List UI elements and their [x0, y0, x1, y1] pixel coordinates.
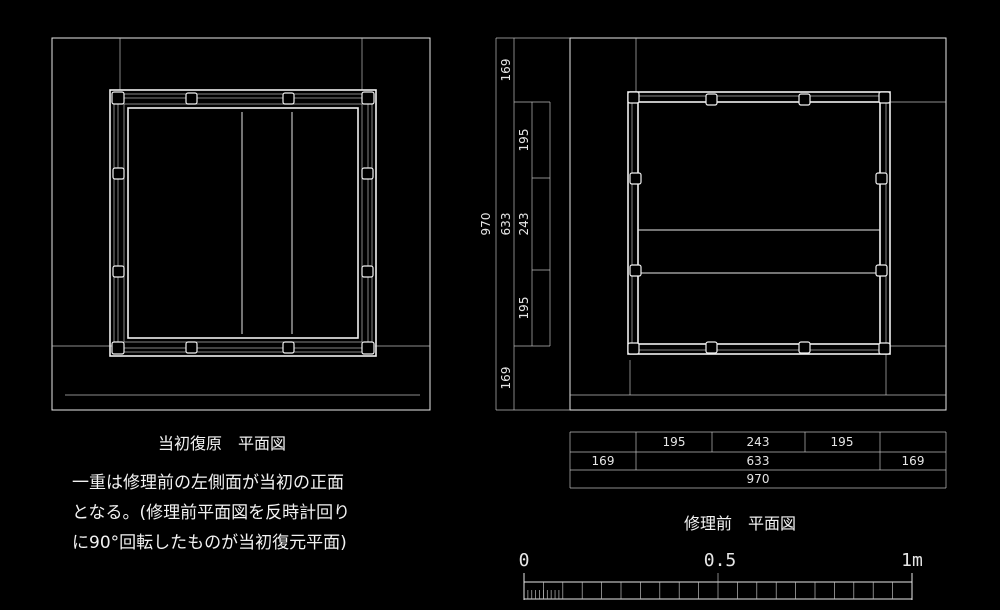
corner-posts: [627, 91, 891, 355]
note-line: 一重は修理前の左側面が当初の正面: [72, 473, 344, 493]
original-restoration-plan: [51, 37, 431, 411]
base-outline: [51, 37, 431, 411]
base-outline: [569, 37, 947, 411]
original-plan-caption: 当初復原 平面図: [158, 434, 287, 453]
dim-h-bay-left: 195: [663, 435, 686, 449]
before-repair-plan-caption: 修理前 平面図: [684, 514, 797, 533]
vertical-dimensions: 169 970 633 195 243 195 169: [479, 37, 570, 411]
dim-v-total: 970: [479, 213, 493, 236]
corner-posts: [111, 91, 375, 355]
explanatory-note: 一重は修理前の左側面が当初の正面 となる。(修理前平面図を反時計回り に90°回…: [72, 468, 432, 558]
dim-v-bay-mid: 243: [517, 213, 531, 236]
scale-zero: 0: [519, 550, 530, 571]
horizontal-dimensions: 195 243 195 169 633 169 970: [569, 431, 947, 489]
dim-v-inner: 633: [499, 213, 513, 236]
dim-h-bay-mid: 243: [747, 435, 770, 449]
side-posts: [629, 93, 888, 354]
note-line: となる。(修理前平面図を反時計回り: [72, 503, 351, 523]
dim-h-left: 169: [592, 454, 615, 468]
note-line: に90°回転したものが当初復元平面): [72, 533, 347, 553]
dim-v-top: 169: [499, 59, 513, 82]
dim-h-right: 169: [902, 454, 925, 468]
inner-frame: [637, 101, 881, 345]
dim-v-bay-top: 195: [517, 129, 531, 152]
side-posts: [112, 92, 374, 354]
scale-half: 0.5: [704, 550, 737, 571]
before-repair-plan: [569, 37, 947, 411]
dim-v-bay-bottom: 195: [517, 297, 531, 320]
outer-frame: [627, 91, 891, 355]
outer-frame: [109, 89, 377, 357]
inner-frame: [127, 107, 359, 339]
dim-v-bottom: 169: [499, 367, 513, 390]
dim-h-total: 970: [747, 472, 770, 486]
dim-h-bay-right: 195: [831, 435, 854, 449]
dim-h-inner: 633: [747, 454, 770, 468]
scale-bar: 0 0.5 1m: [519, 550, 923, 600]
scale-one: 1m: [901, 550, 923, 571]
